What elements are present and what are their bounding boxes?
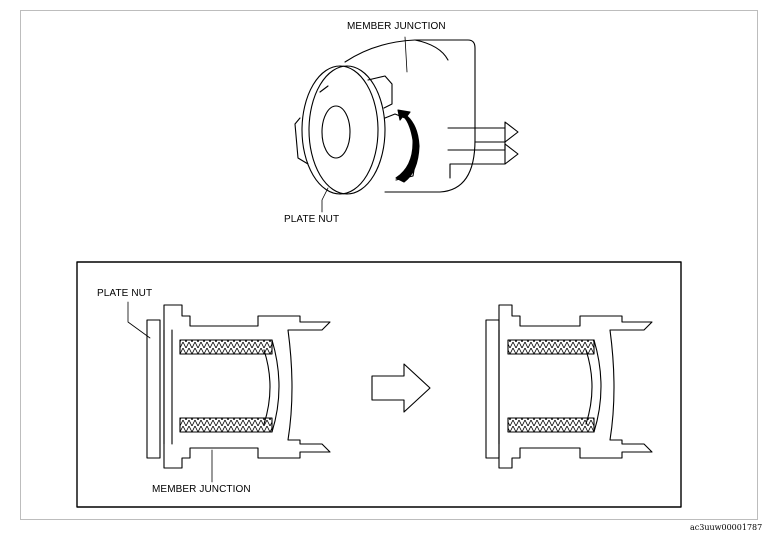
label-member-junction-section: MEMBER JUNCTION [152,484,251,495]
leader-plate-nut-top [321,187,329,213]
leader-plate-nut-section [127,301,151,339]
section-view-before [146,304,331,469]
section-panel [76,261,682,508]
section-view-after [485,304,653,469]
plate-nut-iso [301,65,386,195]
rotation-arrow-icon [395,109,420,183]
label-plate-nut-top: PLATE NUT [284,214,340,225]
label-plate-nut-section: PLATE NUT [97,288,153,299]
label-member-junction-top: MEMBER JUNCTION [347,21,446,32]
arrow-right-icon [371,363,431,413]
leader-member-junction-top [404,36,408,73]
figure-reference-id: ac3uuw00001787 [690,523,763,532]
member-junction-iso [294,39,519,193]
figure-frame [20,10,758,520]
